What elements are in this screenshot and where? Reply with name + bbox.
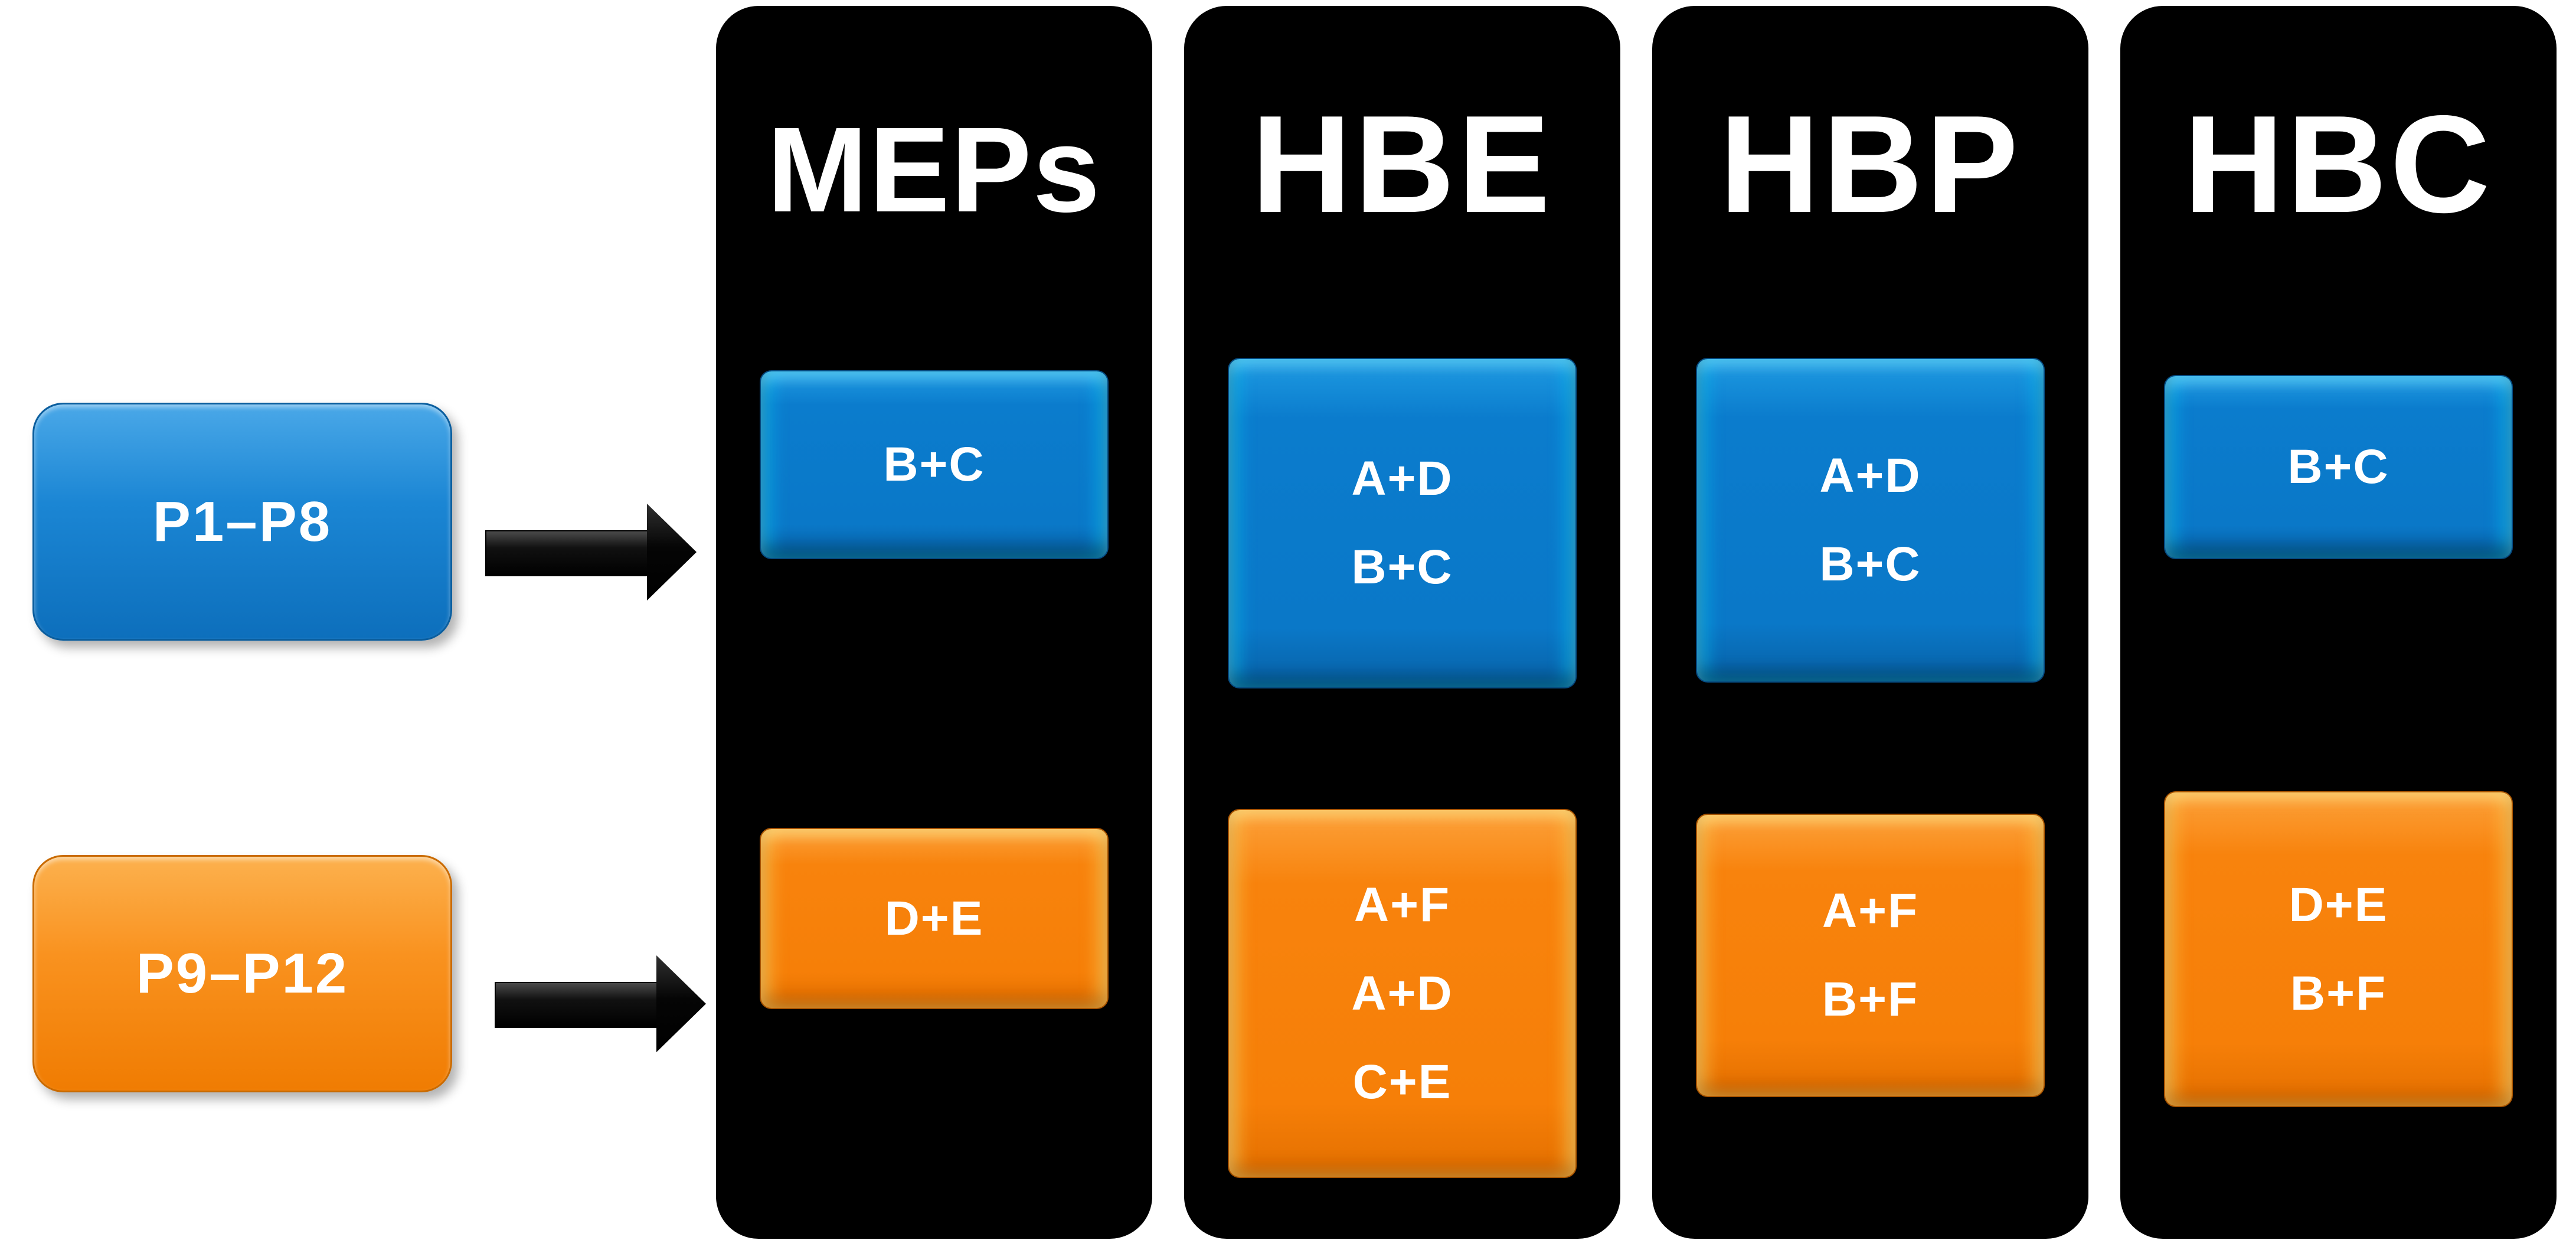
column-hbc: HBC B+C D+E B+F	[2120, 6, 2557, 1239]
source-box-p9-p12: P9–P12	[32, 855, 452, 1092]
arrow-right-icon	[495, 955, 706, 1052]
column-hbe: HBE A+D B+C A+F A+D C+E	[1184, 6, 1620, 1239]
combo-label: B+F	[2290, 966, 2387, 1020]
column-hbp: HBP A+D B+C A+F B+F	[1652, 6, 2088, 1239]
combo-label: A+D	[1819, 449, 1921, 502]
combo-label: B+C	[2287, 440, 2389, 494]
combo-label: A+F	[1354, 877, 1451, 932]
hbp-orange-combo-box: A+F B+F	[1696, 814, 2045, 1097]
hbe-orange-combo-box: A+F A+D C+E	[1228, 809, 1577, 1178]
meps-orange-combo-box: D+E	[760, 828, 1109, 1009]
combo-label: B+C	[883, 438, 985, 491]
source-box-p1-p8: P1–P8	[32, 403, 452, 641]
combo-label: D+E	[884, 891, 984, 945]
column-hbp-title: HBP	[1719, 86, 2022, 241]
combo-label: C+E	[1352, 1055, 1452, 1109]
hbp-blue-combo-box: A+D B+C	[1696, 358, 2045, 683]
combo-label: A+D	[1351, 966, 1453, 1020]
arrow-shaft	[495, 982, 660, 1028]
arrow-right-icon	[485, 504, 697, 600]
combo-label: B+F	[1822, 972, 1919, 1026]
combo-label: D+E	[2289, 877, 2388, 932]
column-meps: MEPs B+C D+E	[716, 6, 1152, 1239]
column-hbc-title: HBC	[2183, 86, 2493, 241]
source-box-p9-p12-label: P9–P12	[136, 942, 349, 1005]
hbc-blue-combo-box: B+C	[2164, 375, 2513, 559]
meps-blue-combo-box: B+C	[760, 370, 1109, 559]
combo-label: B+C	[1819, 537, 1921, 591]
arrow-shaft	[485, 530, 650, 576]
arrow-head	[647, 504, 697, 600]
column-meps-title: MEPs	[767, 102, 1101, 237]
column-hbe-title: HBE	[1251, 86, 1554, 241]
combo-label: A+D	[1351, 452, 1453, 505]
source-box-p1-p8-label: P1–P8	[152, 489, 332, 553]
hbe-blue-combo-box: A+D B+C	[1228, 358, 1577, 688]
arrow-head	[656, 955, 706, 1052]
combo-label: A+F	[1822, 884, 1919, 938]
combo-label: B+C	[1351, 540, 1453, 594]
hbc-orange-combo-box: D+E B+F	[2164, 791, 2513, 1107]
